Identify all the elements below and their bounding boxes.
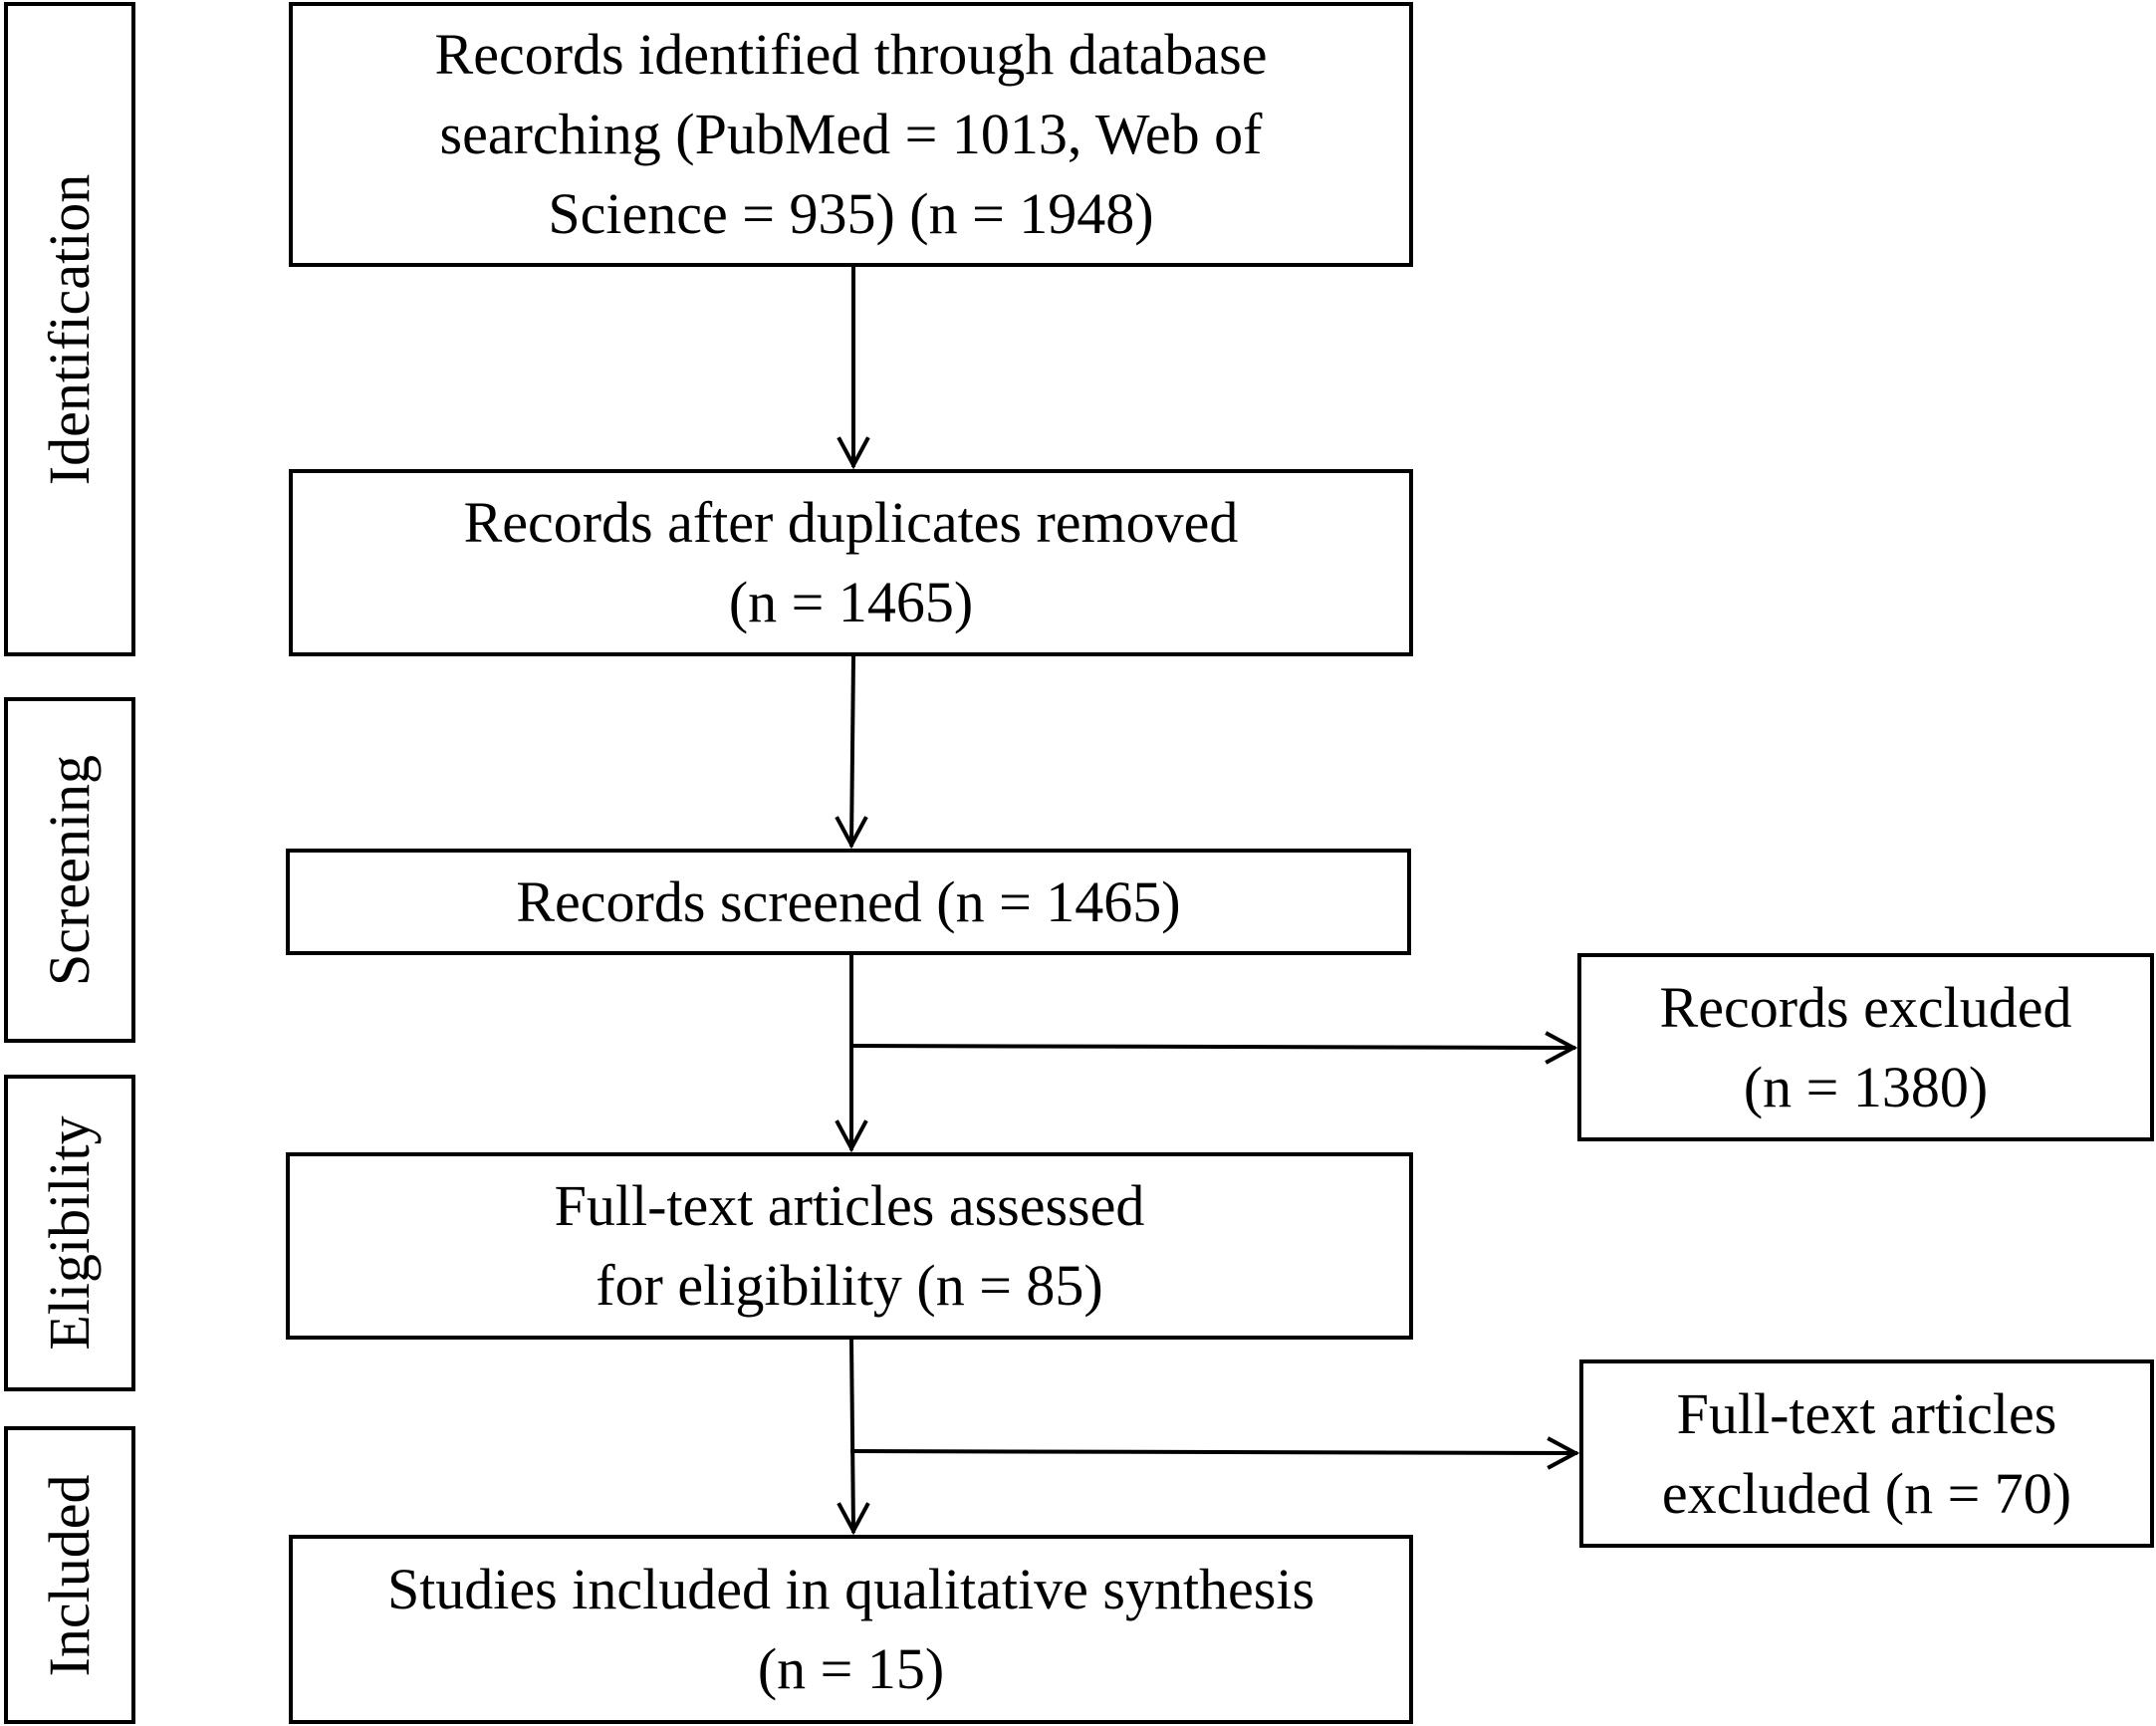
full-text-excluded-box: Full-text articles excluded (n = 70) — [1579, 1359, 2154, 1548]
arrow-deduplicated-to-screened — [848, 653, 856, 848]
arrowhead-full-text-excluded — [1547, 1436, 1580, 1470]
stage-screening: Screening — [4, 697, 135, 1043]
stage-identification: Identification — [4, 2, 135, 656]
records-screened-line1: Records screened (n = 1465) — [516, 868, 1181, 934]
after-duplicates-line2: (n = 1465) — [728, 570, 974, 634]
arrowhead-records-excluded — [1545, 1031, 1578, 1065]
arrowhead-screened — [835, 816, 868, 850]
studies-included-line2: (n = 15) — [757, 1636, 945, 1701]
after-duplicates-line1: Records after duplicates removed — [463, 490, 1239, 555]
records-excluded-line2: (n = 1380) — [1743, 1054, 1989, 1119]
arrow-to-records-excluded — [848, 1043, 1576, 1051]
full-text-excluded-line1: Full-text articles — [1676, 1380, 2057, 1446]
studies-included-box: Studies included in qualitative synthesi… — [289, 1535, 1413, 1724]
arrow-to-full-text-excluded — [849, 1448, 1578, 1456]
stage-eligibility: Eligibility — [4, 1075, 135, 1391]
arrowhead-included — [837, 1502, 870, 1536]
records-identified-line2: searching (PubMed = 1013, Web of — [439, 102, 1263, 166]
full-text-excluded-line2: excluded (n = 70) — [1661, 1460, 2072, 1526]
after-duplicates-box: Records after duplicates removed (n = 14… — [289, 469, 1413, 656]
full-text-assessed-line2: for eligibility (n = 85) — [596, 1253, 1103, 1318]
full-text-assessed-box: Full-text articles assessed for eligibil… — [286, 1152, 1413, 1340]
records-excluded-box: Records excluded (n = 1380) — [1577, 953, 2154, 1141]
records-identified-box: Records identified through database sear… — [289, 2, 1413, 267]
arrowhead-deduplicated — [837, 436, 870, 470]
full-text-assessed-line1: Full-text articles assessed — [554, 1173, 1145, 1238]
studies-included-line1: Studies included in qualitative synthesi… — [386, 1557, 1316, 1621]
records-identified-line3: Science = 935) (n = 1948) — [548, 181, 1154, 246]
arrow-assessed-to-included — [848, 1337, 856, 1534]
records-excluded-line1: Records excluded — [1659, 974, 2072, 1040]
records-identified-line1: Records identified through database — [434, 22, 1268, 87]
stage-included: Included — [4, 1426, 135, 1724]
arrowhead-assessed — [835, 1119, 868, 1153]
records-screened-box: Records screened (n = 1465) — [286, 849, 1411, 955]
